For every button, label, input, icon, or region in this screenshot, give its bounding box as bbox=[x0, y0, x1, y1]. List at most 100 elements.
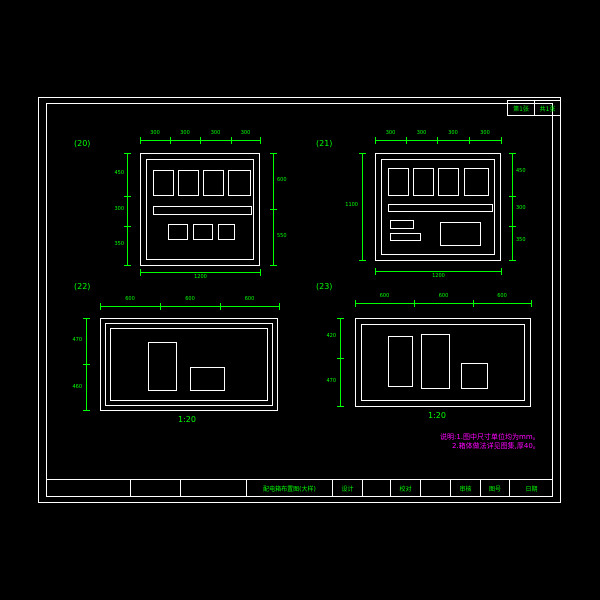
dim-tick bbox=[337, 318, 344, 319]
dim-tick bbox=[359, 260, 366, 261]
panel-outline bbox=[100, 318, 278, 411]
title-cell-empty-1 bbox=[46, 480, 130, 497]
dim-line bbox=[512, 153, 513, 261]
dim-tick bbox=[160, 303, 161, 310]
panel-inner-outline bbox=[361, 324, 525, 401]
dim-tick bbox=[200, 137, 201, 144]
module-rect bbox=[228, 170, 251, 196]
module-rect bbox=[390, 233, 421, 241]
dim-label: 300 bbox=[114, 206, 124, 212]
dim-line bbox=[355, 303, 532, 304]
module-rect bbox=[148, 342, 177, 391]
dim-tick bbox=[270, 209, 277, 210]
inner-frame bbox=[46, 103, 553, 497]
dim-tick bbox=[83, 318, 90, 319]
module-rect bbox=[461, 363, 488, 389]
dim-tick bbox=[124, 153, 131, 154]
dim-label: 600 bbox=[438, 293, 449, 299]
dim-label: 300 bbox=[150, 130, 160, 136]
dim-label: 300 bbox=[240, 130, 251, 136]
dim-tick bbox=[124, 226, 131, 227]
module-rect bbox=[421, 334, 450, 389]
dim-tick bbox=[124, 196, 131, 197]
outer-frame bbox=[38, 97, 561, 503]
dim-label: 460 bbox=[72, 384, 82, 390]
dim-label: 300 bbox=[480, 130, 490, 136]
dim-tick bbox=[414, 300, 415, 307]
dim-label: 600 bbox=[125, 296, 135, 302]
dim-label: 300 bbox=[210, 130, 221, 136]
dim-label: 470 bbox=[326, 378, 336, 384]
dim-label: 350 bbox=[114, 241, 124, 247]
dim-line bbox=[375, 271, 502, 272]
dim-tick bbox=[124, 265, 131, 266]
page-number-cell: 第1张 bbox=[513, 105, 529, 113]
dim-label: 1100 bbox=[345, 202, 358, 208]
dim-tick bbox=[437, 137, 438, 144]
dim-label: 300 bbox=[416, 130, 427, 136]
dim-tick bbox=[406, 137, 407, 144]
dim-tick bbox=[469, 137, 470, 144]
dim-label: 1200 bbox=[194, 274, 207, 280]
module-rect bbox=[388, 168, 409, 196]
title-cell-date: 日期 bbox=[509, 480, 553, 497]
busbar-rect bbox=[388, 204, 493, 212]
dim-line bbox=[362, 153, 363, 261]
dim-label: 300 bbox=[448, 130, 458, 136]
dim-label: 420 bbox=[326, 333, 336, 339]
drawing-notes: 说明:1.图中尺寸单位均为mm。 2.箱体做法详见图集,厚40。 bbox=[440, 433, 540, 452]
dim-label: 450 bbox=[516, 168, 526, 174]
module-rect bbox=[464, 168, 489, 196]
dim-tick bbox=[509, 260, 516, 261]
dim-tick bbox=[140, 137, 141, 144]
dim-tick bbox=[501, 137, 502, 144]
dim-line bbox=[127, 153, 128, 266]
dim-tick bbox=[83, 410, 90, 411]
dim-label: 600 bbox=[185, 296, 195, 302]
title-cell-empty-2 bbox=[130, 480, 180, 497]
dim-tick bbox=[260, 137, 261, 144]
panel-inner-outline bbox=[110, 328, 268, 401]
title-cell-drawing-no: 图号 bbox=[480, 480, 509, 497]
dim-label: 300 bbox=[180, 130, 190, 136]
panel-inner-outline bbox=[381, 159, 495, 255]
busbar-rect bbox=[153, 206, 252, 215]
dim-label: 600 bbox=[244, 296, 255, 302]
dim-line bbox=[140, 272, 261, 273]
module-rect bbox=[413, 168, 434, 196]
module-rect bbox=[390, 220, 414, 229]
title-cell-design-name bbox=[362, 480, 390, 497]
dim-tick bbox=[83, 364, 90, 365]
panel-outline bbox=[355, 318, 531, 407]
drawing-title: 配电箱布置图(大样) bbox=[246, 480, 332, 497]
panel-label-20: (20) bbox=[74, 139, 91, 148]
dim-tick bbox=[359, 153, 366, 154]
dim-tick bbox=[140, 269, 141, 276]
title-cell-empty-3 bbox=[180, 480, 246, 497]
page-total-cell: 共1张 bbox=[534, 101, 560, 115]
dim-label: 350 bbox=[516, 237, 526, 243]
title-cell-check-name bbox=[420, 480, 450, 497]
title-block: 配电箱布置图(大样) 设计 校对 审核 图号 日期 bbox=[46, 479, 553, 497]
panel-label-21: (21) bbox=[316, 139, 333, 148]
panel-mid-outline bbox=[105, 323, 273, 406]
module-rect bbox=[190, 367, 225, 391]
note-line-1: 说明:1.图中尺寸单位均为mm。 bbox=[440, 433, 540, 441]
scale-label: 1:20 bbox=[428, 411, 446, 420]
panel-outline bbox=[375, 153, 501, 261]
module-rect bbox=[203, 170, 224, 196]
dim-tick bbox=[509, 226, 516, 227]
dim-tick bbox=[337, 406, 344, 407]
scale-label: 1:20 bbox=[178, 415, 196, 424]
dim-tick bbox=[231, 137, 232, 144]
module-rect bbox=[388, 336, 413, 387]
dim-label: 600 bbox=[379, 293, 390, 299]
dim-label: 1200 bbox=[432, 273, 445, 279]
dim-tick bbox=[279, 303, 280, 310]
dim-tick bbox=[270, 153, 277, 154]
dim-label: 600 bbox=[497, 293, 507, 299]
dim-tick bbox=[509, 196, 516, 197]
dim-line bbox=[375, 140, 502, 141]
dim-tick bbox=[260, 269, 261, 276]
